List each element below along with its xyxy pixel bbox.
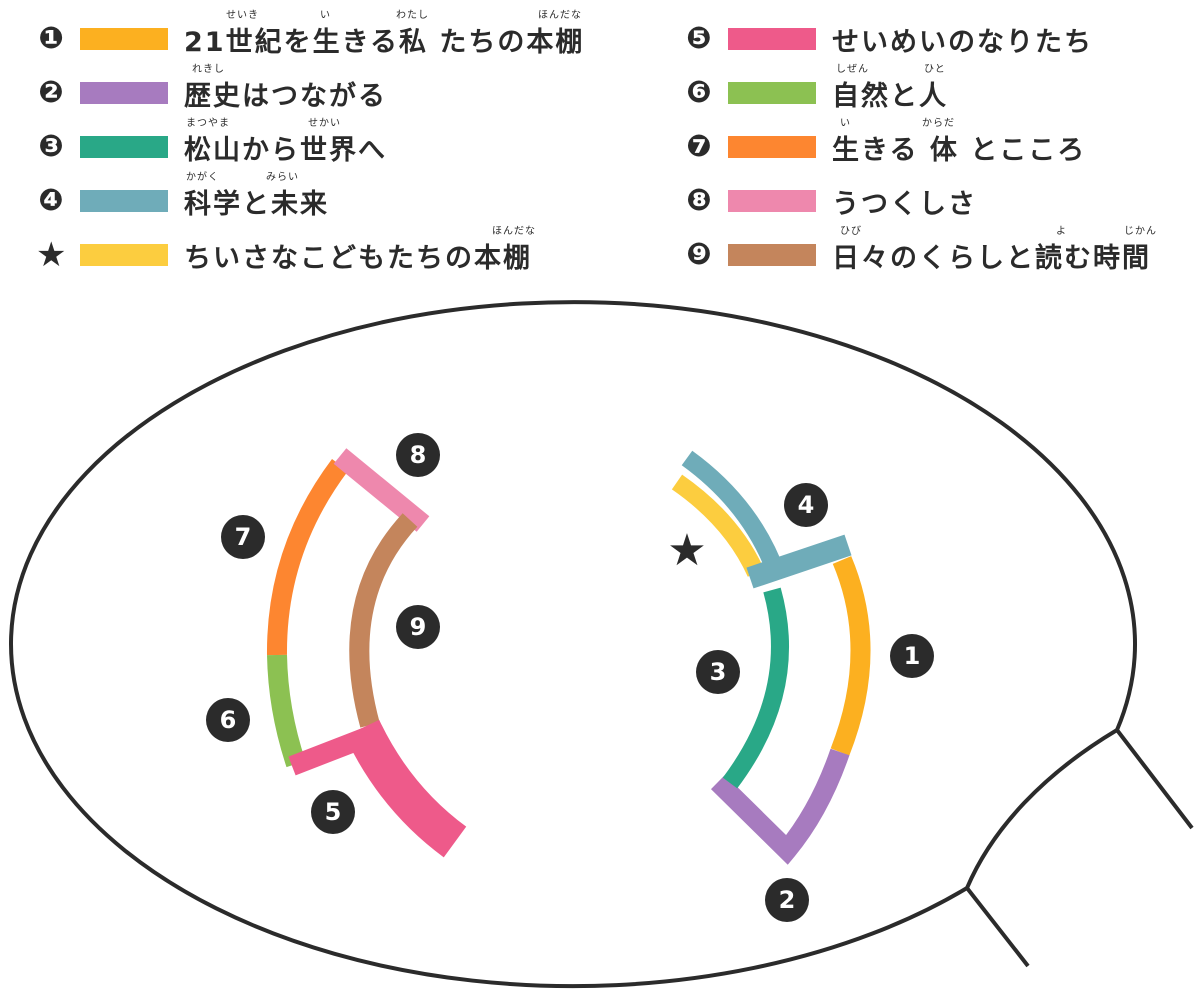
marker-badge: ❼ [686,129,712,164]
legend-label: 21世紀を生きる私 たちの本棚 [184,27,585,58]
legend-label: 歴史はつながる [184,81,387,112]
star-icon: ★ [36,235,67,275]
marker-badge: ❷ [38,75,64,110]
color-swatch [728,136,816,158]
furigana: い [840,118,851,129]
legend-label: 生きる 体 とこころ [832,135,1087,166]
shelf-4-curve [681,450,786,579]
color-swatch [80,136,168,158]
color-swatch [728,190,816,212]
marker-badge: ❻ [686,75,712,110]
furigana: せかい [308,118,341,129]
marker-label: 4 [798,491,815,519]
marker-badge: ❸ [38,129,64,164]
marker-6: 6 [206,698,250,742]
marker-5: 5 [311,790,355,834]
color-swatch [728,82,816,104]
furigana: ひと [924,64,946,75]
marker-9: 9 [396,605,440,649]
furigana: わたし [396,10,429,21]
shelf-4-bar [746,534,852,589]
marker-badge: ❹ [38,183,64,218]
legend: ❶ 21世紀を生きる私 たちの本棚 せいき い わたし ほんだな ❷ 歴史はつな… [0,0,1200,290]
legend-label: 科学と未来 [184,189,329,220]
marker-label: 6 [220,706,237,734]
marker-label: 1 [904,642,921,670]
marker-badge: ❶ [38,21,64,56]
room-outline-body [965,728,1119,889]
legend-label: 日々のくらしと読む時間 [832,243,1151,274]
furigana: からだ [922,118,955,129]
marker-label: 9 [410,613,427,641]
furigana: みらい [266,172,299,183]
furigana: い [320,10,331,21]
shelf-8 [333,448,430,532]
marker-3: 3 [696,650,740,694]
marker-badge: ❾ [686,237,712,272]
color-swatch [728,244,816,266]
marker-badge: ❺ [686,21,712,56]
star-icon: ★ [667,525,706,576]
marker-label: 5 [325,798,342,826]
furigana: じかん [1124,226,1157,237]
shelf-1 [830,556,871,756]
marker-label: 3 [710,658,727,686]
shelf-7 [266,458,348,656]
legend-label: うつくしさ [832,189,977,220]
marker-label: 8 [410,441,427,469]
legend-label: 松山から世界へ [184,135,387,166]
furigana: ひび [840,226,862,237]
marker-1: 1 [890,634,934,678]
marker-8: 8 [396,433,440,477]
shelf-5 [344,719,467,858]
room-outline [9,300,1194,989]
furigana: まつやま [186,118,230,129]
marker-2: 2 [765,878,809,922]
shelf-3 [722,587,789,789]
shelf-6 [267,654,306,768]
marker-7: 7 [221,515,265,559]
shelf-star [671,474,765,577]
legend-label: 自然と人 [832,81,948,112]
color-swatch [80,190,168,212]
color-swatch [728,28,816,50]
shelf-9 [349,513,418,728]
marker-badge: ❽ [686,183,712,218]
marker-star: ★ [667,525,706,576]
color-swatch [80,82,168,104]
furigana: しぜん [836,64,869,75]
furigana: ほんだな [492,226,536,237]
marker-4: 4 [784,483,828,527]
furigana: かがく [186,172,219,183]
color-swatch [80,28,168,50]
legend-label: せいめいのなりたち [832,27,1093,58]
legend-label: ちいさなこどもたちの本棚 [184,243,532,274]
furigana: せいき [226,10,259,21]
shelf-2 [710,748,850,865]
color-swatch [80,244,168,266]
furigana: ほんだな [538,10,582,21]
marker-label: 2 [779,886,796,914]
floor-map: 1 2 3 4 ★ 5 6 7 8 9 [9,300,1194,989]
marker-label: 7 [235,523,252,551]
furigana: れきし [192,64,225,75]
furigana: よ [1056,226,1067,237]
